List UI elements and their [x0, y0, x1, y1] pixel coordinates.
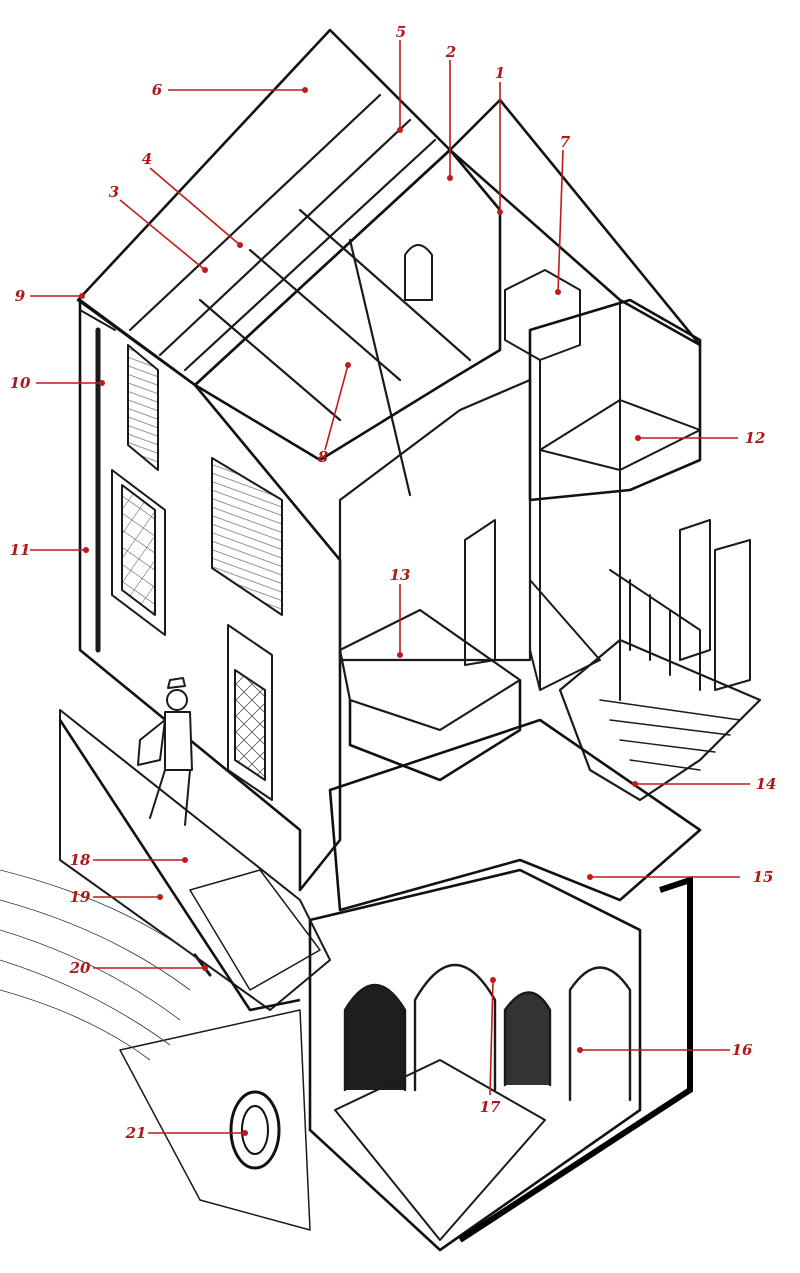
label-3: 3: [109, 183, 119, 201]
exterior-wall-right: [458, 875, 693, 1243]
ground-floor-walls: [308, 868, 642, 1252]
upper-room-floor: [338, 608, 522, 732]
roof-tiles: [76, 28, 452, 387]
label-15: 15: [753, 868, 774, 886]
label-8: 8: [318, 448, 329, 466]
curb: [58, 719, 301, 1012]
street-drain: [193, 953, 212, 977]
rafters: [128, 93, 472, 497]
cellar-floor: [334, 1059, 546, 1241]
label-5: 5: [396, 23, 406, 41]
callout-leaders: [30, 40, 750, 1136]
label-19: 19: [70, 888, 91, 906]
label-9: 9: [15, 287, 26, 305]
callout-numbers: 1 2 3 4 5 6 7 8 9 10 11 12 13 14 15 16 1…: [10, 23, 777, 1142]
vault-arches: [343, 963, 632, 1102]
label-1: 1: [495, 64, 505, 82]
label-6: 6: [152, 81, 163, 99]
label-18: 18: [70, 851, 91, 869]
road-hatching: [0, 869, 201, 1061]
basement-window: [229, 1090, 281, 1170]
label-7: 7: [560, 133, 571, 151]
street-cobbles: [119, 1009, 311, 1231]
label-2: 2: [445, 43, 456, 61]
stair-railing: [609, 569, 701, 691]
gallery-structure: [528, 298, 702, 502]
courtyard-floor: [328, 718, 702, 912]
staircase: [558, 638, 762, 802]
label-10: 10: [10, 374, 31, 392]
front-facade: [78, 298, 342, 892]
label-17: 17: [480, 1098, 501, 1116]
label-13: 13: [390, 566, 411, 584]
label-16: 16: [732, 1041, 753, 1059]
upper-room-back-wall: [338, 378, 532, 662]
roof-right-slope: [448, 98, 702, 347]
gallery-floor-middle: [529, 579, 601, 691]
pedestrian-figure: [137, 677, 193, 826]
attic-window: [404, 244, 433, 301]
chimney: [504, 269, 581, 361]
label-12: 12: [745, 429, 766, 447]
building-drawing: [0, 28, 762, 1252]
stair-treads: [599, 699, 741, 771]
sidewalk-tiles: [189, 869, 321, 991]
sidewalk: [59, 709, 331, 1011]
label-11: 11: [10, 541, 31, 559]
facade-windows: [111, 344, 283, 801]
label-20: 20: [69, 959, 91, 977]
label-21: 21: [125, 1124, 147, 1142]
label-4: 4: [142, 150, 152, 168]
label-14: 14: [756, 775, 777, 793]
